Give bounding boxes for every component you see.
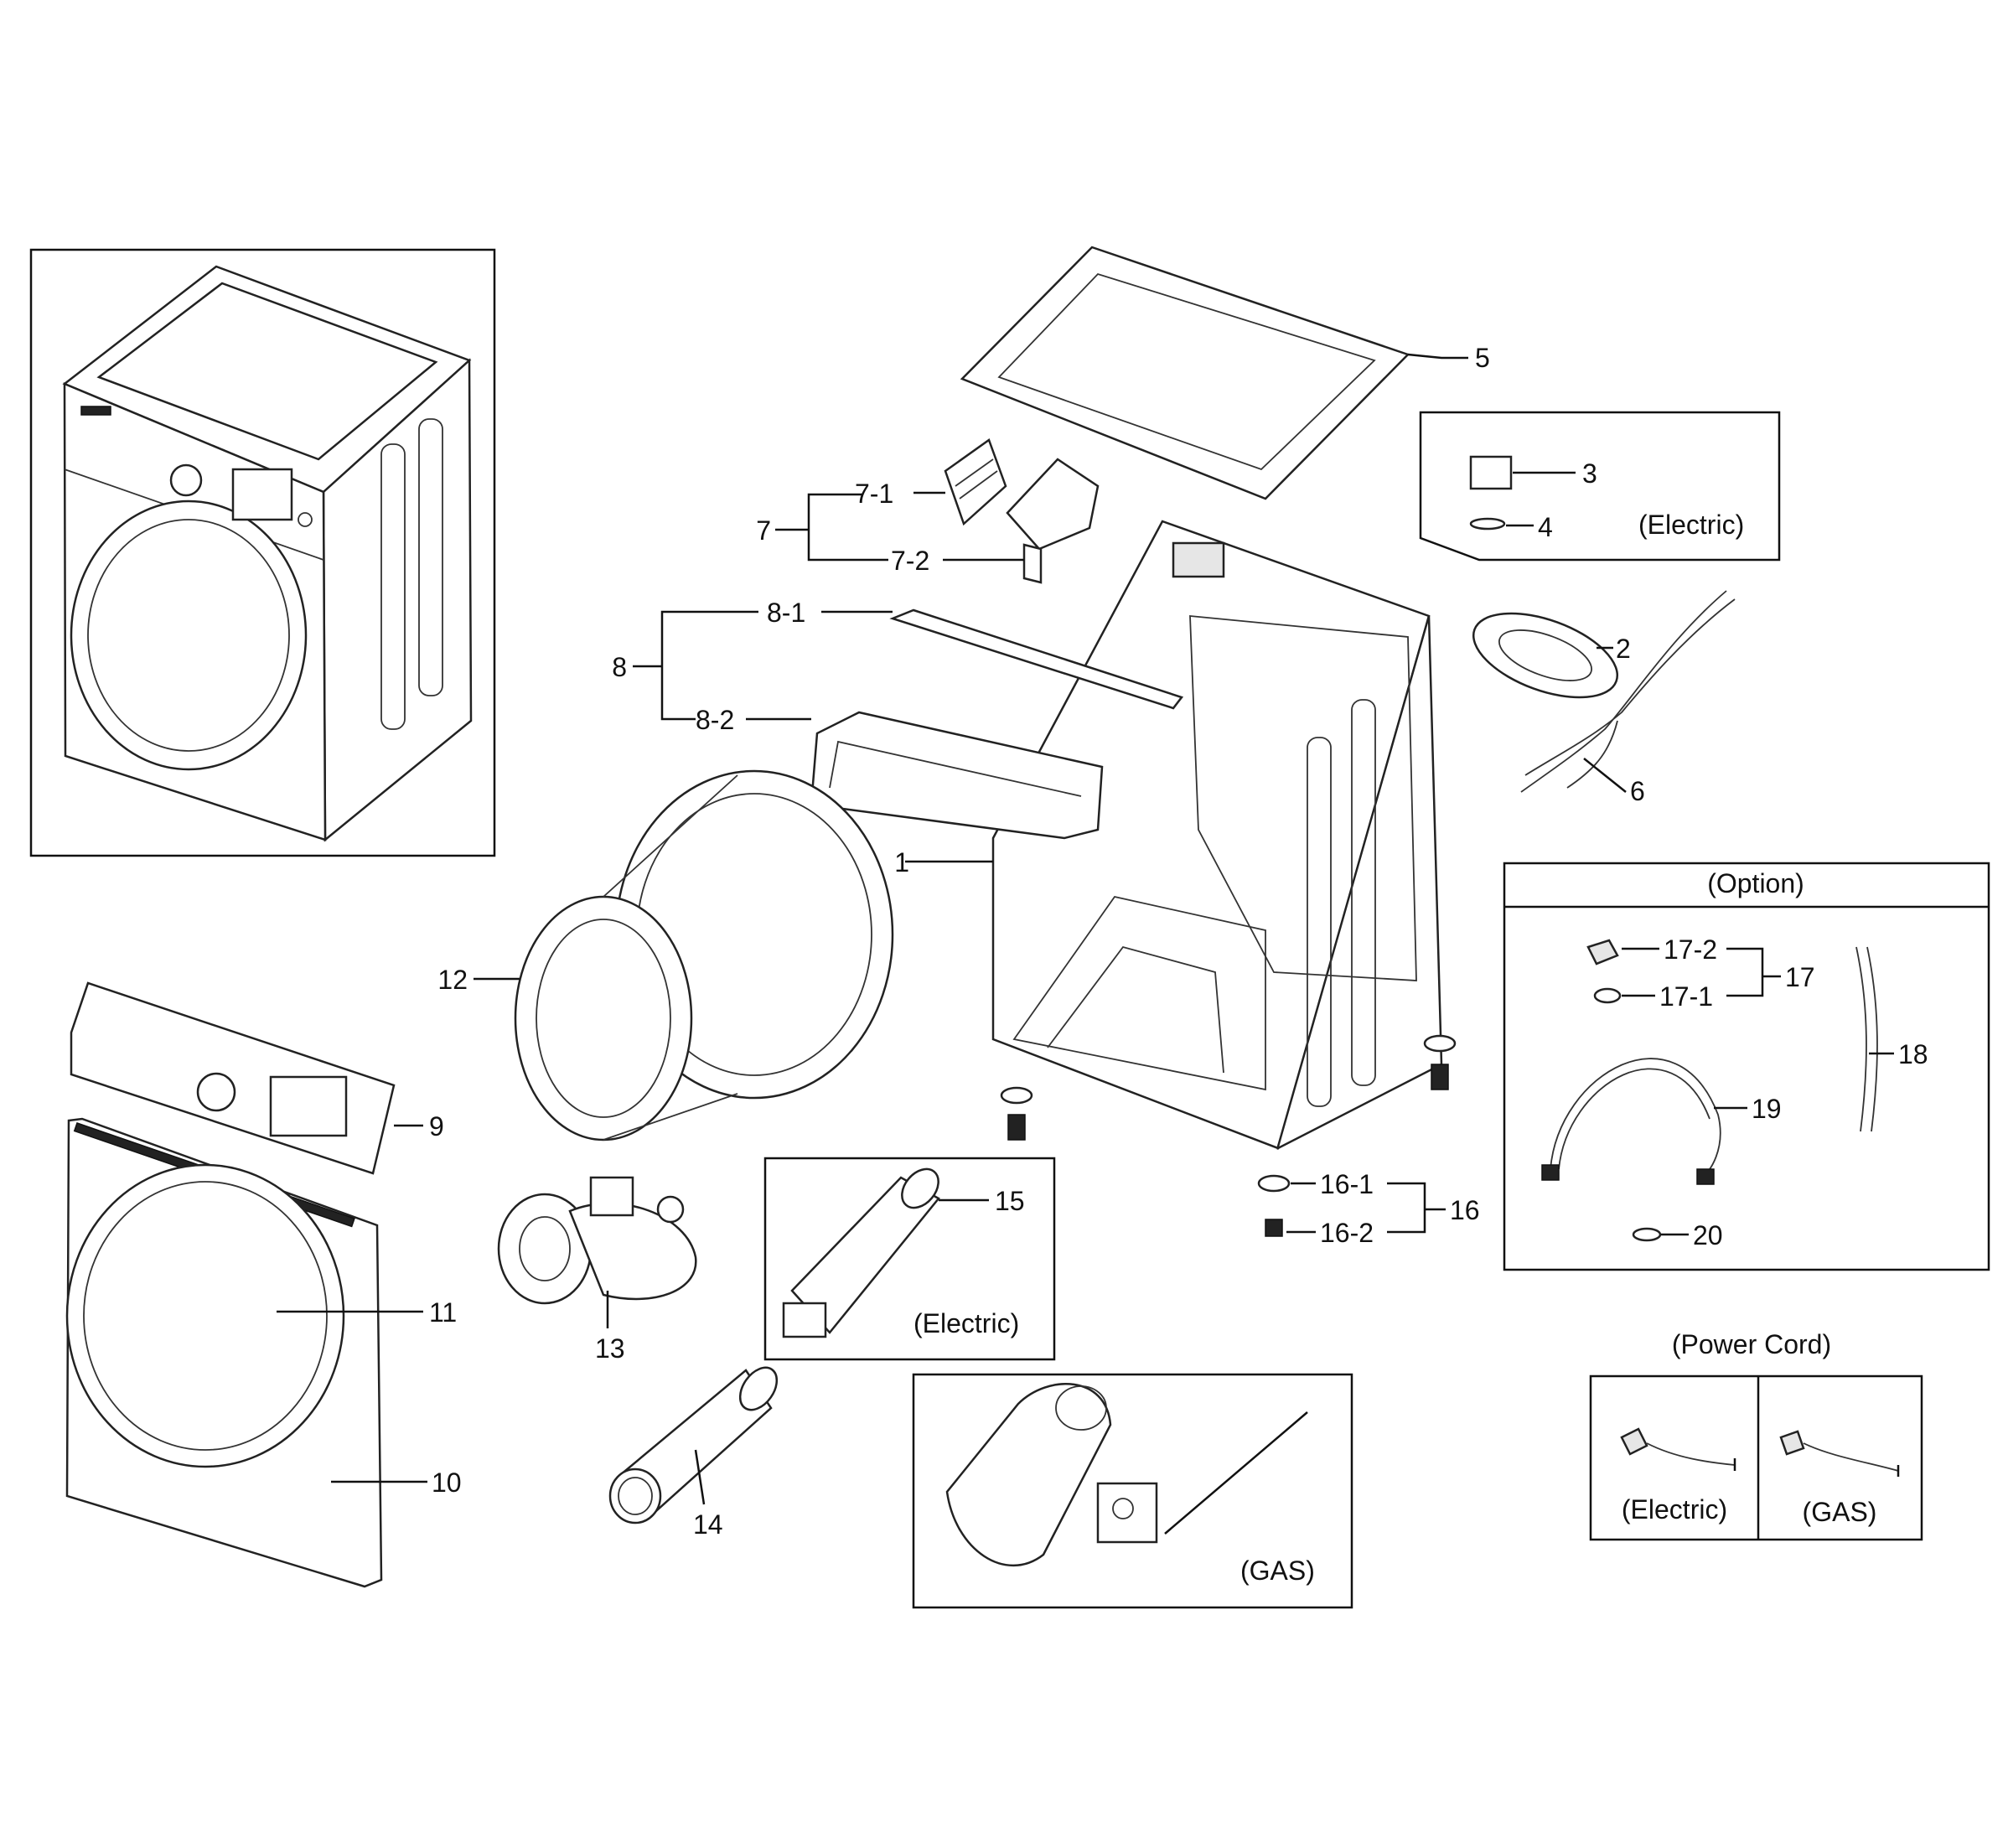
part-labels: 1 2 3 4 5 6 7 7-1 7-2 8 8-1 8-2 9 10 11 … — [429, 343, 1928, 1586]
label-1: 1 — [894, 847, 909, 877]
label-2: 2 — [1616, 634, 1631, 664]
drum-part — [474, 769, 894, 1141]
caption-power-cord: (Power Cord) — [1672, 1329, 1831, 1359]
label-8: 8 — [612, 652, 627, 682]
label-16-1: 16-1 — [1320, 1169, 1374, 1199]
label-8-1: 8-1 — [767, 598, 805, 628]
label-6: 6 — [1630, 776, 1645, 806]
label-17-2: 17-2 — [1664, 934, 1717, 965]
option-box — [1503, 862, 1990, 1271]
cabinet-part — [905, 520, 1457, 1151]
frame-bracket-part — [633, 608, 1184, 840]
label-14: 14 — [693, 1509, 723, 1540]
label-12: 12 — [437, 965, 468, 995]
label-7-1: 7-1 — [855, 479, 893, 509]
caption-cord-gas: (GAS) — [1803, 1497, 1877, 1527]
blower-part — [497, 1176, 697, 1328]
label-8-2: 8-2 — [696, 705, 734, 735]
assembled-dryer-inset — [29, 248, 496, 857]
front-panel-part — [65, 1117, 427, 1588]
label-13: 13 — [595, 1333, 625, 1364]
label-10: 10 — [432, 1468, 462, 1498]
label-19: 19 — [1752, 1094, 1782, 1124]
power-cord-box — [1589, 1374, 1923, 1541]
electric-sensor-box — [1419, 411, 1781, 562]
label-16: 16 — [1450, 1195, 1480, 1225]
label-3: 3 — [1582, 458, 1597, 489]
label-5: 5 — [1475, 343, 1490, 373]
caption-electric-heater: (Electric) — [913, 1308, 1019, 1338]
label-11: 11 — [429, 1297, 457, 1328]
label-15: 15 — [995, 1186, 1025, 1216]
label-16-2: 16-2 — [1320, 1218, 1374, 1248]
label-20: 20 — [1693, 1220, 1723, 1250]
label-17-1: 17-1 — [1659, 981, 1713, 1012]
label-17: 17 — [1785, 962, 1815, 992]
electric-heater-box — [763, 1157, 1056, 1361]
rear-duct-and-harness — [1472, 590, 1736, 793]
label-4: 4 — [1538, 512, 1553, 542]
label-7-2: 7-2 — [891, 546, 929, 576]
label-18: 18 — [1898, 1039, 1928, 1069]
caption-cord-electric: (Electric) — [1622, 1494, 1727, 1524]
duct-tube-part — [608, 1366, 779, 1524]
gas-burner-box — [912, 1373, 1353, 1609]
label-7: 7 — [756, 515, 771, 546]
top-plate-part — [960, 246, 1468, 500]
filter-housing-part — [775, 438, 1100, 584]
caption-electric-sensor: (Electric) — [1638, 510, 1744, 540]
leveling-feet-part — [1257, 1174, 1446, 1237]
caption-gas-burner: (GAS) — [1240, 1556, 1315, 1586]
caption-option: (Option) — [1707, 868, 1804, 898]
control-panel-part — [70, 981, 423, 1175]
label-9: 9 — [429, 1111, 444, 1141]
